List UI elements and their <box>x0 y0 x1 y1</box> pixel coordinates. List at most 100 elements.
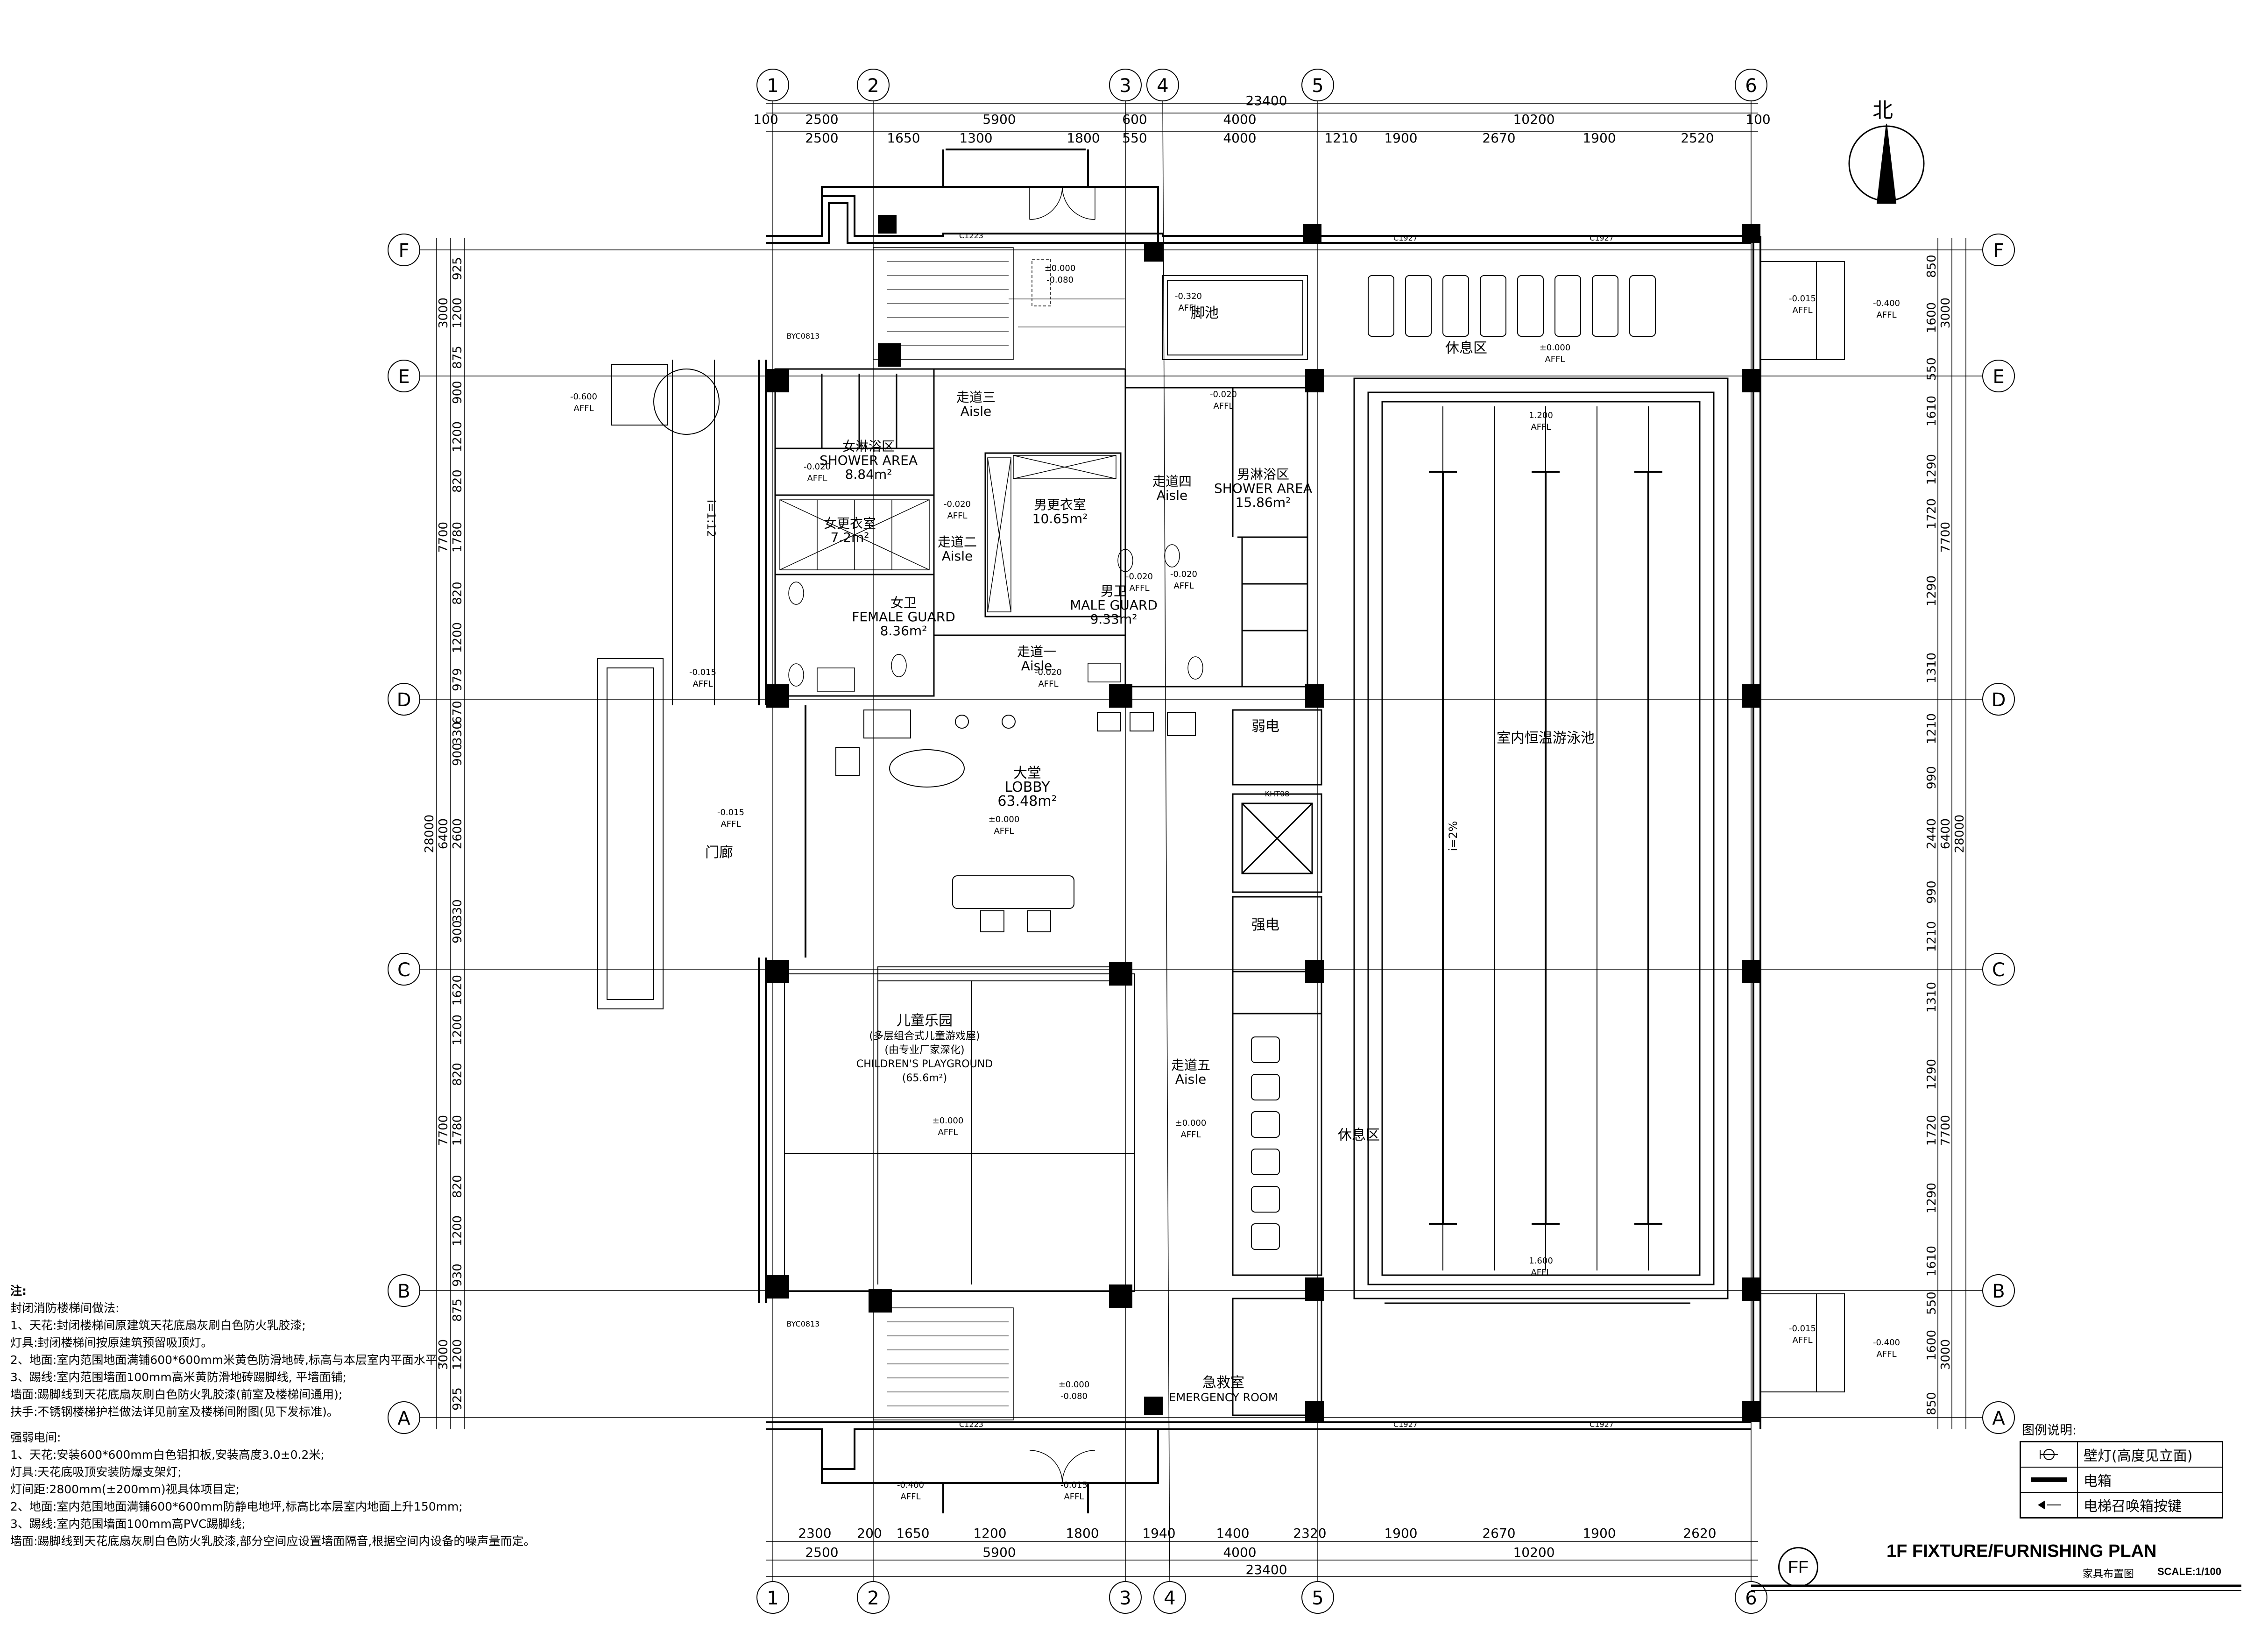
svg-text:1.200: 1.200 <box>1529 411 1553 420</box>
svg-text:-0.020: -0.020 <box>804 462 831 472</box>
svg-text:AFFL: AFFL <box>1038 679 1058 689</box>
dim-left-text: 28000 3000 7700 6400 7700 3000 925 1200 … <box>423 257 465 1411</box>
svg-text:KHT08: KHT08 <box>1265 789 1290 798</box>
grid-col-6: 6 <box>1745 75 1757 97</box>
dim-top-row2: 2500 1650 1300 1800 550 4000 1210 1900 2… <box>805 130 1714 146</box>
svg-text:550: 550 <box>1925 1291 1939 1315</box>
aisle-labels: 走道一 Aisle 走道二 Aisle 走道三 Aisle 走道四 Aisle … <box>938 390 1210 1087</box>
svg-text:7700: 7700 <box>437 1115 451 1146</box>
wall-lamp-icon <box>2021 1442 2078 1467</box>
svg-text:1940: 1940 <box>1142 1526 1175 1541</box>
elec-title: 强弱电间: <box>10 1431 61 1444</box>
svg-text:4000: 4000 <box>1223 130 1256 146</box>
foot-pool <box>1162 275 1308 360</box>
svg-text:-0.020: -0.020 <box>1035 667 1062 677</box>
svg-text:AFFL: AFFL <box>1531 1268 1551 1277</box>
elec-line: 灯间距:2800mm(±200mm)视具体项目定; <box>10 1483 240 1496</box>
stair-line: 1、天花:封闭楼梯间原建筑天花底扇灰刷白色防火乳胶漆; <box>10 1319 306 1332</box>
south-stair <box>873 1307 1095 1483</box>
svg-text:C1927: C1927 <box>1590 1420 1614 1429</box>
elevator-call-icon <box>2021 1493 2078 1517</box>
lobby-furniture <box>835 710 1196 932</box>
svg-text:1600: 1600 <box>1925 302 1939 333</box>
room-womens-locker: 女更衣室 <box>824 516 876 531</box>
svg-text:±0.000: ±0.000 <box>1540 343 1571 353</box>
svg-text:-0.015: -0.015 <box>1789 1324 1816 1334</box>
svg-text:875: 875 <box>451 346 465 369</box>
room-lobby: 大堂 <box>1013 765 1041 781</box>
svg-text:-0.015: -0.015 <box>1060 1480 1088 1490</box>
svg-text:Aisle: Aisle <box>1175 1072 1207 1087</box>
svg-text:6400: 6400 <box>437 818 451 849</box>
svg-text:A: A <box>1992 1408 2005 1429</box>
svg-text:4000: 4000 <box>1223 1545 1256 1560</box>
svg-text:门廊: 门廊 <box>705 844 733 861</box>
grid-bubbles-right: F E D C B A <box>1982 234 2015 1434</box>
svg-text:1200: 1200 <box>451 1015 465 1045</box>
svg-text:C: C <box>1992 959 2005 981</box>
svg-text:D: D <box>1992 689 2006 711</box>
svg-text:1300: 1300 <box>959 130 992 146</box>
svg-text:2520: 2520 <box>1681 130 1714 146</box>
rest-area-chairs <box>1251 1036 1280 1250</box>
room-mens-toilet: 男卫 <box>1101 583 1127 599</box>
svg-text:强电: 强电 <box>1251 917 1279 933</box>
svg-text:-0.400: -0.400 <box>1873 1338 1900 1348</box>
svg-text:-0.020: -0.020 <box>1170 569 1197 579</box>
svg-text:28000: 28000 <box>423 815 437 853</box>
svg-text:1720: 1720 <box>1925 498 1939 529</box>
svg-text:1200: 1200 <box>451 1339 465 1370</box>
elec-line: 1、天花:安装600*600mm白色铝扣板,安装高度3.0±0.2米; <box>10 1448 325 1462</box>
svg-text:AFFL: AFFL <box>1545 355 1565 364</box>
swimming-pool <box>1353 377 1729 1304</box>
svg-text:AFFL: AFFL <box>1792 1335 1812 1345</box>
legend-label: 壁灯(高度见立面) <box>2084 1448 2193 1464</box>
svg-text:AFFL: AFFL <box>994 826 1014 836</box>
svg-text:i=2%: i=2% <box>1447 821 1460 852</box>
svg-text:2500: 2500 <box>805 112 838 127</box>
svg-text:5900: 5900 <box>982 1545 1016 1560</box>
svg-text:1900: 1900 <box>1384 1526 1417 1541</box>
svg-text:1800: 1800 <box>1067 130 1100 146</box>
svg-text:3000: 3000 <box>1939 298 1953 328</box>
room-playground: 儿童乐园 <box>897 1013 953 1029</box>
svg-text:1310: 1310 <box>1925 653 1939 683</box>
svg-text:AFFL: AFFL <box>947 511 967 521</box>
svg-text:6400: 6400 <box>1939 818 1953 849</box>
room-womens-toilet: 女卫 <box>890 595 917 610</box>
svg-text:AFFL: AFFL <box>938 1128 958 1137</box>
area-labels: 休息区 休息区 脚池 室内恒温游泳池 门廊 弱电 强电 KHT08 i=1:12… <box>705 305 1595 1143</box>
room-womens-shower: 女淋浴区 <box>842 439 895 454</box>
svg-text:-0.600: -0.600 <box>570 392 597 402</box>
svg-text:2500: 2500 <box>805 130 838 146</box>
svg-text:C: C <box>397 959 410 981</box>
svg-text:7700: 7700 <box>1939 522 1953 553</box>
north-label: 北 <box>1872 99 1893 122</box>
svg-text:-0.400: -0.400 <box>897 1480 924 1490</box>
svg-text:330: 330 <box>451 899 465 922</box>
stair-line: 3、踢线:室内范围墙面100mm高米黄防滑地砖踢脚线, 平墙面铺; <box>10 1370 347 1384</box>
svg-text:AFFL: AFFL <box>721 819 741 829</box>
svg-text:1.600: 1.600 <box>1529 1256 1553 1266</box>
svg-text:CHILDREN'S PLAYGROUND: CHILDREN'S PLAYGROUND <box>856 1058 993 1070</box>
locker-partitions <box>774 368 1308 697</box>
svg-text:FEMALE GUARD: FEMALE GUARD <box>852 609 955 624</box>
svg-text:1800: 1800 <box>1066 1526 1099 1541</box>
grid-col-5: 5 <box>1312 75 1323 97</box>
grid-col-3: 3 <box>1119 75 1131 97</box>
svg-text:走道一: 走道一 <box>1017 644 1056 660</box>
svg-text:C1927: C1927 <box>1393 234 1418 242</box>
svg-text:2320: 2320 <box>1293 1526 1326 1541</box>
svg-text:8.36m²: 8.36m² <box>880 623 927 639</box>
svg-text:±0.000: ±0.000 <box>1175 1118 1207 1128</box>
svg-text:AFFL: AFFL <box>1876 1349 1896 1359</box>
elec-line: 灯具:天花底吸顶安装防爆支架灯; <box>10 1465 182 1479</box>
svg-text:28000: 28000 <box>1953 815 1967 853</box>
svg-text:Aisle: Aisle <box>942 548 973 564</box>
legend-row: 壁灯(高度见立面) <box>2021 1442 2222 1468</box>
svg-text:休息区: 休息区 <box>1445 340 1487 356</box>
svg-text:900: 900 <box>451 920 465 944</box>
svg-text:7.2m²: 7.2m² <box>830 530 869 545</box>
svg-text:走道五: 走道五 <box>1171 1057 1210 1073</box>
grid-col-1: 1 <box>767 75 778 97</box>
